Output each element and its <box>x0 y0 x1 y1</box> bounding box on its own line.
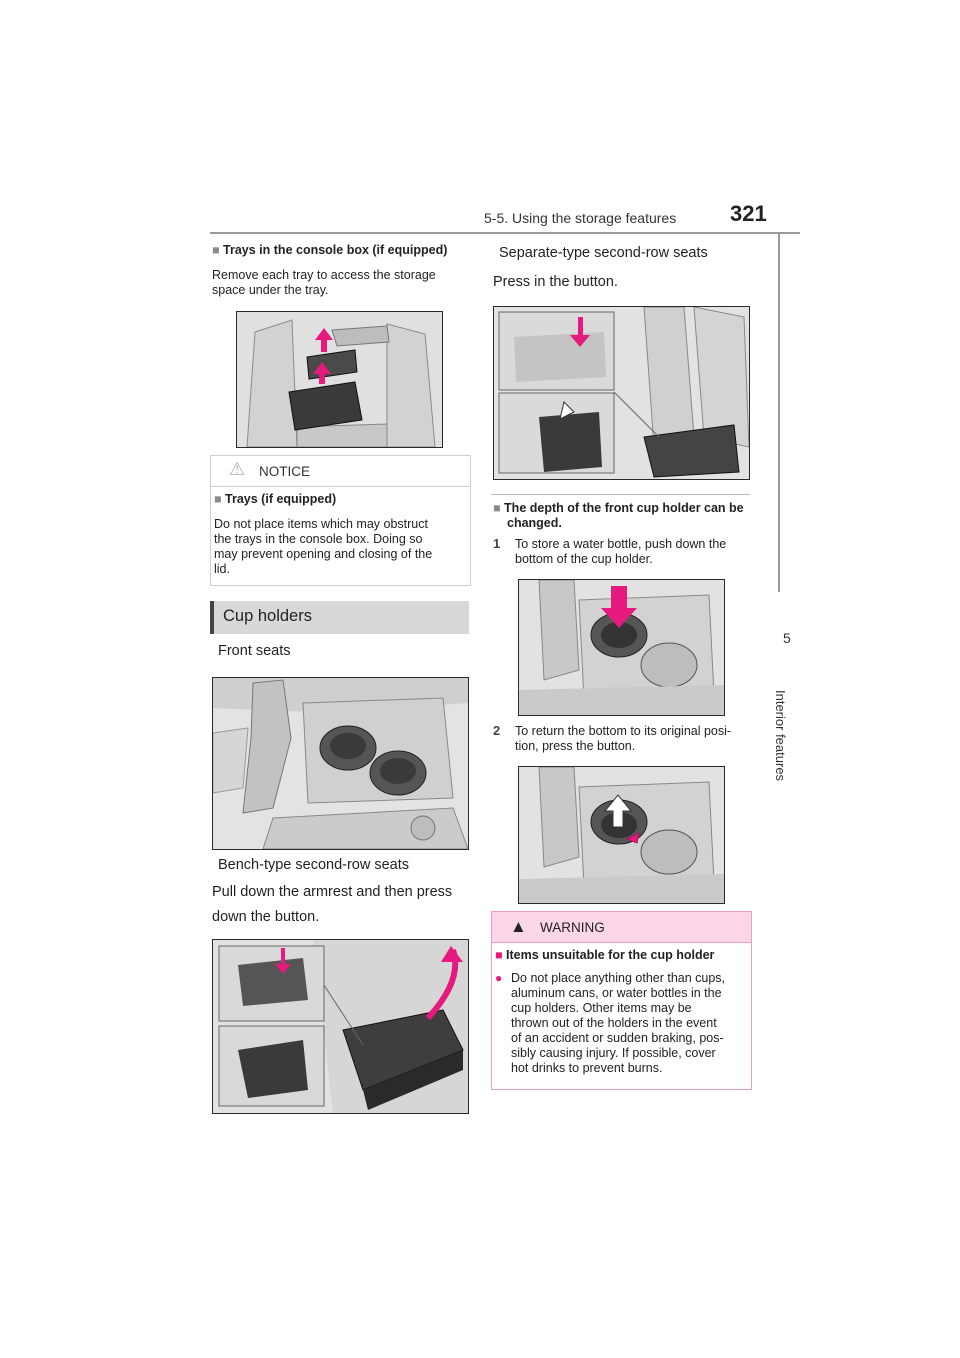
notice-line: lid. <box>214 562 230 576</box>
front-seats-text: Front seats <box>218 643 291 659</box>
separate-label: Separate-type second-row seats <box>495 245 708 261</box>
bench-label: Bench-type second-row seats <box>214 857 409 873</box>
warning-item: ● Do not place anything other than cups,… <box>495 971 747 1076</box>
step-2-line: tion, press the button. <box>515 739 636 753</box>
square-bullet-icon: ■ <box>495 948 503 962</box>
separate-instruction: Press in the button. <box>493 274 618 290</box>
notice-line: may prevent opening and closing of the <box>214 547 433 561</box>
warning-label: WARNING <box>540 920 605 935</box>
divider <box>491 494 750 495</box>
step-1-line: To store a water bottle, push down the <box>515 537 727 551</box>
step-1-line: bottom of the cup holder. <box>515 552 653 566</box>
front-cup-holder-illustration <box>212 677 469 850</box>
warning-line: of an accident or sudden braking, pos- <box>511 1031 724 1045</box>
bench-text: Bench-type second-row seats <box>218 857 410 873</box>
step-2-line: To return the bottom to its original pos… <box>515 724 732 738</box>
cup-holder-return-illustration <box>518 766 725 904</box>
warning-heading: ■ Items unsuitable for the cup holder <box>495 948 714 962</box>
step-2-text: To return the bottom to its original pos… <box>515 724 731 754</box>
cup-holders-title-bar: Cup holders <box>210 601 469 634</box>
square-bullet-icon: ■ <box>214 492 222 506</box>
warning-text: Do not place anything other than cups, a… <box>511 971 747 1076</box>
warning-line: cup holders. Other items may be <box>511 1001 692 1015</box>
page-number: 321 <box>730 201 767 226</box>
chapter-number: 5 <box>783 630 791 646</box>
warning-line: sibly causing injury. If possible, cover <box>511 1046 716 1060</box>
notice-box: ⚠ NOTICE ■ Trays (if equipped) Do not pl… <box>210 455 471 586</box>
warning-heading-text: Items unsuitable for the cup holder <box>506 948 715 962</box>
trays-heading: ■ Trays in the console box (if equipped) <box>212 243 447 257</box>
caution-icon: ⚠ <box>229 459 246 479</box>
trays-text-line-2: space under the tray. <box>212 283 329 297</box>
warning-line: hot drinks to prevent burns. <box>511 1061 663 1075</box>
warning-box: ▲ WARNING ■ Items unsuitable for the cup… <box>491 911 752 1090</box>
side-rule <box>778 232 780 592</box>
warning-line: aluminum cans, or water bottles in the <box>511 986 722 1000</box>
notice-label: NOTICE <box>259 464 311 479</box>
warning-icon: ▲ <box>510 917 527 936</box>
warning-header: ▲ WARNING <box>492 912 751 943</box>
separate-text: Separate-type second-row seats <box>499 245 708 261</box>
front-seats-label: Front seats <box>214 643 291 659</box>
notice-heading: ■ Trays (if equipped) <box>214 492 336 506</box>
square-bullet-icon: ■ <box>493 501 501 515</box>
notice-heading-text: Trays (if equipped) <box>225 492 337 506</box>
warning-line: Do not place anything other than cups, <box>511 971 726 985</box>
bench-text-line-1: Pull down the armrest and then press <box>212 884 453 900</box>
section-title: 5-5. Using the storage features <box>484 210 677 226</box>
header-rule <box>210 232 800 234</box>
step-1-number: 1 <box>493 536 501 551</box>
step-1-text: To store a water bottle, push down the b… <box>515 537 726 567</box>
depth-heading: ■ The depth of the front cup holder can … <box>493 501 744 515</box>
notice-line: the trays in the console box. Doing so <box>214 532 423 546</box>
step-2-number: 2 <box>493 723 501 738</box>
trays-heading-text: Trays in the console box (if equipped) <box>223 243 448 257</box>
bench-armrest-illustration <box>212 939 469 1114</box>
cup-holders-title: Cup holders <box>223 607 312 625</box>
notice-text: Do not place items which may obstruct th… <box>214 517 432 577</box>
warning-line: thrown out of the holders in the event <box>511 1016 717 1030</box>
trays-text-line-1: Remove each tray to access the storage <box>212 268 436 282</box>
square-bullet-icon: ■ <box>212 243 220 257</box>
console-tray-illustration <box>236 311 443 448</box>
separate-seat-illustration <box>493 306 750 480</box>
chapter-title: Interior features <box>773 690 788 782</box>
notice-line: Do not place items which may obstruct <box>214 517 428 531</box>
bench-text-line-2: down the button. <box>212 909 320 925</box>
circle-bullet-icon: ● <box>495 971 503 985</box>
depth-heading-line-2: changed. <box>507 516 562 530</box>
cup-holder-push-down-illustration <box>518 579 725 716</box>
notice-header: ⚠ NOTICE <box>211 456 470 487</box>
depth-heading-line-1: The depth of the front cup holder can be <box>504 501 744 515</box>
